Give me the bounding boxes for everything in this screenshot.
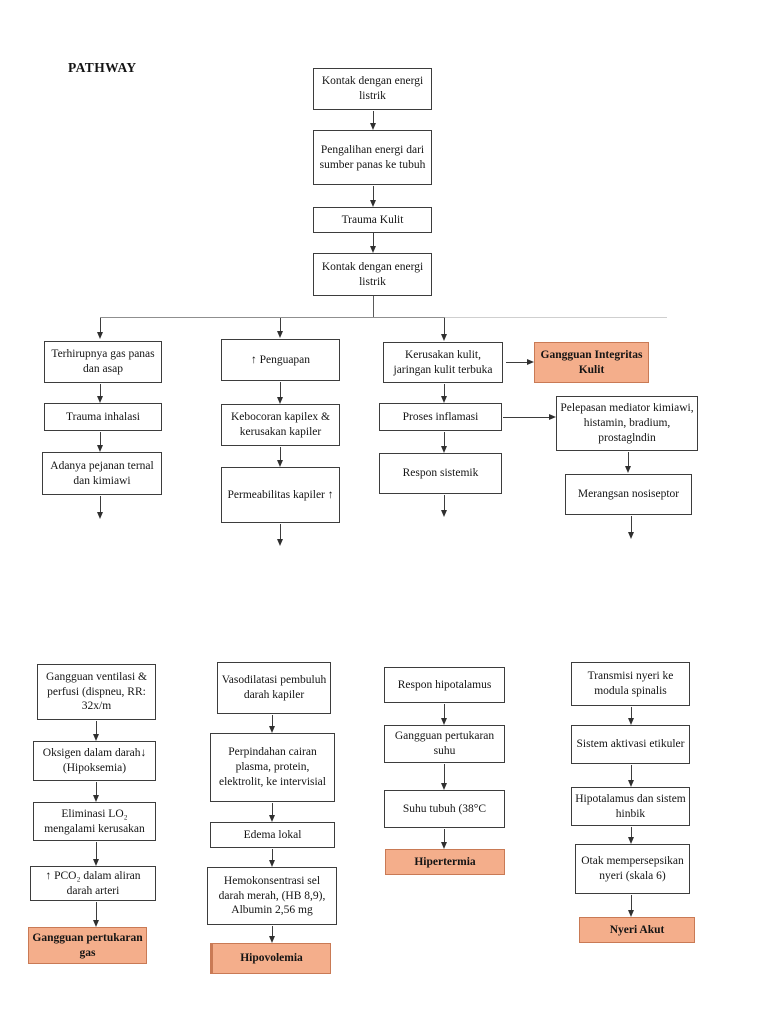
arrow-down-icon: [440, 318, 447, 341]
node-perpindahan-cairan: Perpindahan cairan plasma, protein, elek…: [210, 733, 335, 802]
arrow-down-icon: [92, 902, 99, 927]
arrow-down-icon: [96, 432, 103, 452]
node-pco2-aliran-darah: ↑ PCO₂ dalam aliran darah arteri: [30, 866, 156, 901]
arrow-down-icon: [369, 111, 376, 130]
node-trauma-kulit: Trauma Kulit: [313, 207, 432, 233]
arrow-down-icon: [268, 849, 275, 867]
arrow-down-icon: [624, 452, 631, 473]
arrow-down-icon: [627, 827, 634, 844]
node-pelepasan-mediator: Pelepasan mediator kimiawi, histamin, br…: [556, 396, 698, 451]
node-otak-mempersepsikan: Otak mempersepsikan nyeri (skala 6): [575, 844, 690, 894]
node-kontak-energi-listrik: Kontak dengan energi listrik: [313, 68, 432, 110]
arrow-down-icon: [276, 447, 283, 467]
page-title: PATHWAY: [68, 60, 137, 75]
node-eliminasi-lo2: Eliminasi LO₂ mengalami kerusakan: [33, 802, 156, 841]
arrow-down-icon: [440, 704, 447, 725]
arrow-down-icon: [96, 496, 103, 519]
arrow-down-icon: [276, 318, 283, 338]
node-suhu-tubuh: Suhu tubuh (38°C: [384, 790, 505, 828]
node-respon-hipotalamus: Respon hipotalamus: [384, 667, 505, 703]
arrow-down-icon: [369, 233, 376, 253]
connector-line: [445, 317, 667, 318]
node-transmisi-nyeri: Transmisi nyeri ke modula spinalis: [571, 662, 690, 706]
arrow-down-icon: [440, 384, 447, 403]
diagnosis-gangguan-integritas-kulit: Gangguan Integritas Kulit: [534, 342, 649, 383]
node-kontak-energi-listrik-2: Kontak dengan energi listrik: [313, 253, 432, 296]
arrow-down-icon: [268, 926, 275, 943]
node-terhirupnya-gas: Terhirupnya gas panas dan asap: [44, 341, 162, 383]
arrow-down-icon: [440, 495, 447, 517]
node-sistem-aktivasi: Sistem aktivasi etikuler: [571, 725, 690, 764]
node-kerusakan-kulit: Kerusakan kulit, jaringan kulit terbuka: [383, 342, 503, 383]
arrow-down-icon: [627, 765, 634, 787]
node-edema-lokal: Edema lokal: [210, 822, 335, 848]
diagnosis-nyeri-akut: Nyeri Akut: [579, 917, 695, 943]
arrow-down-icon: [369, 186, 376, 207]
arrow-down-icon: [627, 707, 634, 725]
node-hemokonsentrasi: Hemokonsentrasi sel darah merah, (HB 8,9…: [207, 867, 337, 925]
arrow-down-icon: [92, 842, 99, 866]
arrow-right-icon: [506, 358, 534, 365]
connector-line: [373, 296, 374, 318]
diagnosis-hipovolemia: Hipovolemia: [210, 943, 331, 974]
connector-line: [100, 317, 445, 318]
node-merangsan-nosiseptor: Merangsan nosiseptor: [565, 474, 692, 515]
arrow-down-icon: [92, 782, 99, 802]
arrow-down-icon: [440, 432, 447, 453]
node-kebocoran-kapiler: Kebocoran kapilex & kerusakan kapiler: [221, 404, 340, 446]
arrow-down-icon: [627, 895, 634, 917]
arrow-down-icon: [276, 382, 283, 404]
node-permeabilitas-kapiler: Permeabilitas kapiler ↑: [221, 467, 340, 523]
node-gangguan-pertukaran-suhu: Gangguan pertukaran suhu: [384, 725, 505, 763]
node-respon-sistemik: Respon sistemik: [379, 453, 502, 494]
diagnosis-hipertermia: Hipertermia: [385, 849, 505, 875]
node-adanya-pejanan: Adanya pejanan ternal dan kimiawi: [42, 452, 162, 495]
arrow-down-icon: [440, 829, 447, 849]
node-hipotalamus-sistem-hinbik: Hipotalamus dan sistem hinbik: [571, 787, 690, 826]
node-vasodilatasi: Vasodilatasi pembuluh darah kapiler: [217, 662, 331, 714]
arrow-down-icon: [440, 764, 447, 790]
node-proses-inflamasi: Proses inflamasi: [379, 403, 502, 431]
arrow-down-icon: [268, 715, 275, 733]
arrow-down-icon: [276, 524, 283, 546]
arrow-down-icon: [92, 721, 99, 741]
arrow-down-icon: [96, 318, 103, 339]
node-gangguan-ventilasi: Gangguan ventilasi & perfusi (dispneu, R…: [37, 664, 156, 720]
node-trauma-inhalasi: Trauma inhalasi: [44, 403, 162, 431]
arrow-right-icon: [503, 413, 556, 420]
arrow-down-icon: [268, 803, 275, 822]
node-pengalihan-energi: Pengalihan energi dari sumber panas ke t…: [313, 130, 432, 185]
arrow-down-icon: [627, 516, 634, 539]
diagnosis-gangguan-pertukaran-gas: Gangguan pertukaran gas: [28, 927, 147, 964]
arrow-down-icon: [96, 384, 103, 403]
node-penguapan: ↑ Penguapan: [221, 339, 340, 381]
node-oksigen-dalam-darah: Oksigen dalam darah↓ (Hipoksemia): [33, 741, 156, 781]
